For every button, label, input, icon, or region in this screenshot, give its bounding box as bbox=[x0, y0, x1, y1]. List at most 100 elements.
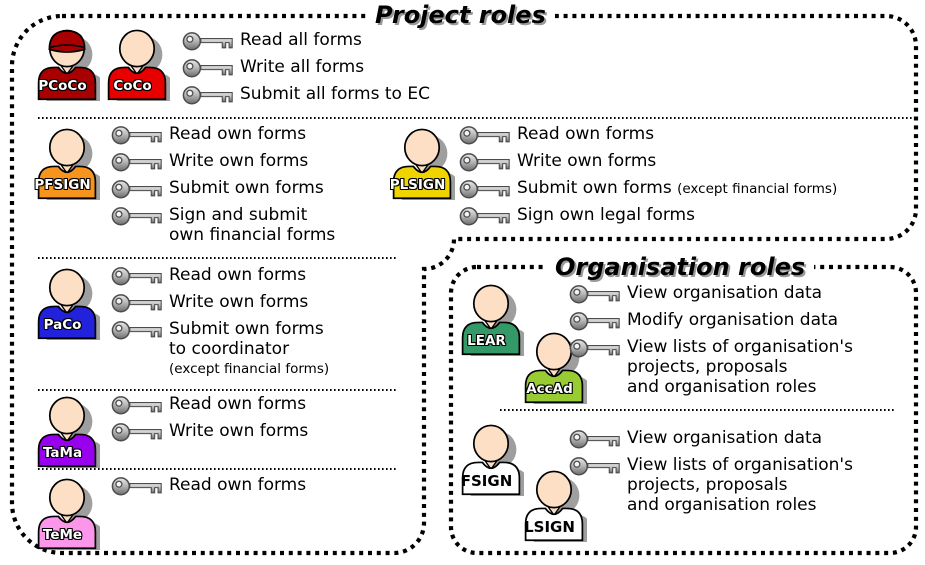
plsign-permissions: Read own forms Write own forms Submit ow… bbox=[459, 123, 837, 231]
permission-row: Write own forms bbox=[111, 420, 308, 447]
key-icon bbox=[569, 312, 620, 331]
permission-text: Read own forms bbox=[517, 124, 655, 144]
permission-text: Read own forms bbox=[169, 265, 307, 285]
permission-row: Read own forms bbox=[111, 264, 329, 291]
permission-text: Submit all forms to EC bbox=[240, 84, 430, 104]
permission-row: Submit own forms (except financial forms… bbox=[459, 177, 837, 204]
permission-row: View organisation data bbox=[569, 427, 853, 454]
permission-text: Write own forms bbox=[169, 151, 309, 171]
role-badge-accad: AccAd bbox=[526, 381, 573, 397]
key-icon bbox=[111, 423, 162, 442]
cap-icon bbox=[48, 30, 86, 53]
key-icon bbox=[182, 59, 233, 78]
key-icon bbox=[111, 294, 162, 313]
permission-row: Write all forms bbox=[182, 56, 430, 83]
organisation-roles-title: Organisation roles bbox=[546, 253, 815, 281]
key-icon bbox=[111, 396, 162, 415]
permission-row: Write own forms bbox=[459, 150, 837, 177]
key-icon bbox=[111, 153, 162, 172]
key-icon bbox=[111, 477, 162, 496]
teme-permissions: Read own forms bbox=[111, 474, 306, 501]
tama-permissions: Read own forms Write own forms bbox=[111, 393, 308, 447]
permission-text: Modify organisation data bbox=[627, 310, 839, 330]
key-icon bbox=[569, 285, 620, 304]
key-icon bbox=[459, 207, 510, 226]
permission-row: Sign own legal forms bbox=[459, 204, 837, 231]
avatar-fsign: FSIGN bbox=[458, 422, 524, 496]
role-badge-lear: LEAR bbox=[467, 333, 506, 349]
permission-row: Read own forms bbox=[111, 123, 335, 150]
key-icon bbox=[182, 86, 233, 105]
role-badge-pfsign: PFSIGN bbox=[34, 177, 91, 193]
permission-row: Write own forms bbox=[111, 291, 329, 318]
permission-row: Submit all forms to EC bbox=[182, 83, 430, 110]
role-badge-tama: TaMa bbox=[42, 445, 83, 461]
avatar-teme: TeMe bbox=[34, 476, 100, 550]
permission-text: Write all forms bbox=[240, 57, 365, 77]
permission-text: View organisation data bbox=[627, 283, 823, 303]
permission-text: Read all forms bbox=[240, 30, 362, 50]
avatar-pfsign: PFSIGN bbox=[34, 126, 100, 200]
project-roles-title: Project roles bbox=[366, 1, 555, 29]
permission-row: View lists of organisation's projects, p… bbox=[569, 454, 853, 515]
role-badge-lsign: LSIGN bbox=[524, 518, 575, 536]
avatar-lear: LEAR bbox=[458, 282, 524, 356]
permission-text: Sign and submit own financial forms bbox=[169, 205, 336, 245]
key-icon bbox=[182, 32, 233, 51]
avatar-tama: TaMa bbox=[34, 394, 100, 468]
key-icon bbox=[111, 180, 162, 199]
key-icon bbox=[459, 126, 510, 145]
avatar-pcoco: PCoCo bbox=[34, 27, 100, 101]
permission-text: Sign own legal forms bbox=[517, 205, 695, 225]
avatar-plsign: PLSIGN bbox=[389, 126, 455, 200]
permission-text: View organisation data bbox=[627, 428, 823, 448]
role-badge-teme: TeMe bbox=[42, 527, 83, 543]
key-icon bbox=[569, 457, 620, 476]
permission-text: Submit own forms (except financial forms… bbox=[517, 178, 838, 198]
key-icon bbox=[111, 207, 162, 226]
permission-row: Sign and submit own financial forms bbox=[111, 204, 335, 245]
avatar-coco: CoCo bbox=[104, 27, 170, 101]
permission-text: Write own forms bbox=[169, 292, 309, 312]
avatar-lsign: LSIGN bbox=[521, 468, 587, 542]
permission-text: Write own forms bbox=[517, 151, 657, 171]
permission-row: Submit own forms bbox=[111, 177, 335, 204]
coordinator-permissions: Read all forms Write all forms Submit al… bbox=[182, 29, 430, 110]
permission-row: Write own forms bbox=[111, 150, 335, 177]
permission-row: Read own forms bbox=[111, 474, 306, 501]
permission-text: Read own forms bbox=[169, 124, 307, 144]
role-badge-fsign: FSIGN bbox=[460, 472, 513, 490]
permission-text: Submit own forms bbox=[169, 178, 324, 198]
permission-row: Read all forms bbox=[182, 29, 430, 56]
permission-text: Write own forms bbox=[169, 421, 309, 441]
permission-text: View lists of organisation's projects, p… bbox=[627, 455, 853, 515]
permission-note: (except financial forms) bbox=[677, 181, 838, 197]
permission-note: (except financial forms) bbox=[169, 361, 330, 377]
key-icon bbox=[459, 153, 510, 172]
permission-text: Submit own forms to coordinator (except … bbox=[169, 319, 330, 377]
permission-row: Modify organisation data bbox=[569, 309, 853, 336]
permission-row: View lists of organisation's projects, p… bbox=[569, 336, 853, 397]
permission-row: View organisation data bbox=[569, 282, 853, 309]
role-badge-plsign: PLSIGN bbox=[389, 177, 446, 193]
permission-text: View lists of organisation's projects, p… bbox=[627, 337, 853, 397]
permission-text: Read own forms bbox=[169, 475, 307, 495]
role-badge-coco: CoCo bbox=[113, 78, 152, 94]
key-icon bbox=[459, 180, 510, 199]
key-icon bbox=[569, 339, 620, 358]
permission-text: Read own forms bbox=[169, 394, 307, 414]
role-badge-pcoco: PCoCo bbox=[38, 78, 87, 94]
permission-row: Read own forms bbox=[459, 123, 837, 150]
paco-permissions: Read own forms Write own forms Submit ow… bbox=[111, 264, 329, 379]
permission-row: Submit own forms to coordinator (except … bbox=[111, 318, 329, 379]
key-icon bbox=[111, 267, 162, 286]
avatar-accad: AccAd bbox=[521, 330, 587, 404]
key-icon bbox=[569, 430, 620, 449]
avatar-paco: PaCo bbox=[34, 266, 100, 340]
lear-accad-permissions: View organisation data Modify organisati… bbox=[569, 282, 853, 397]
pfsign-permissions: Read own forms Write own forms Submit ow… bbox=[111, 123, 335, 245]
fsign-lsign-permissions: View organisation data View lists of org… bbox=[569, 427, 853, 515]
key-icon bbox=[111, 321, 162, 340]
